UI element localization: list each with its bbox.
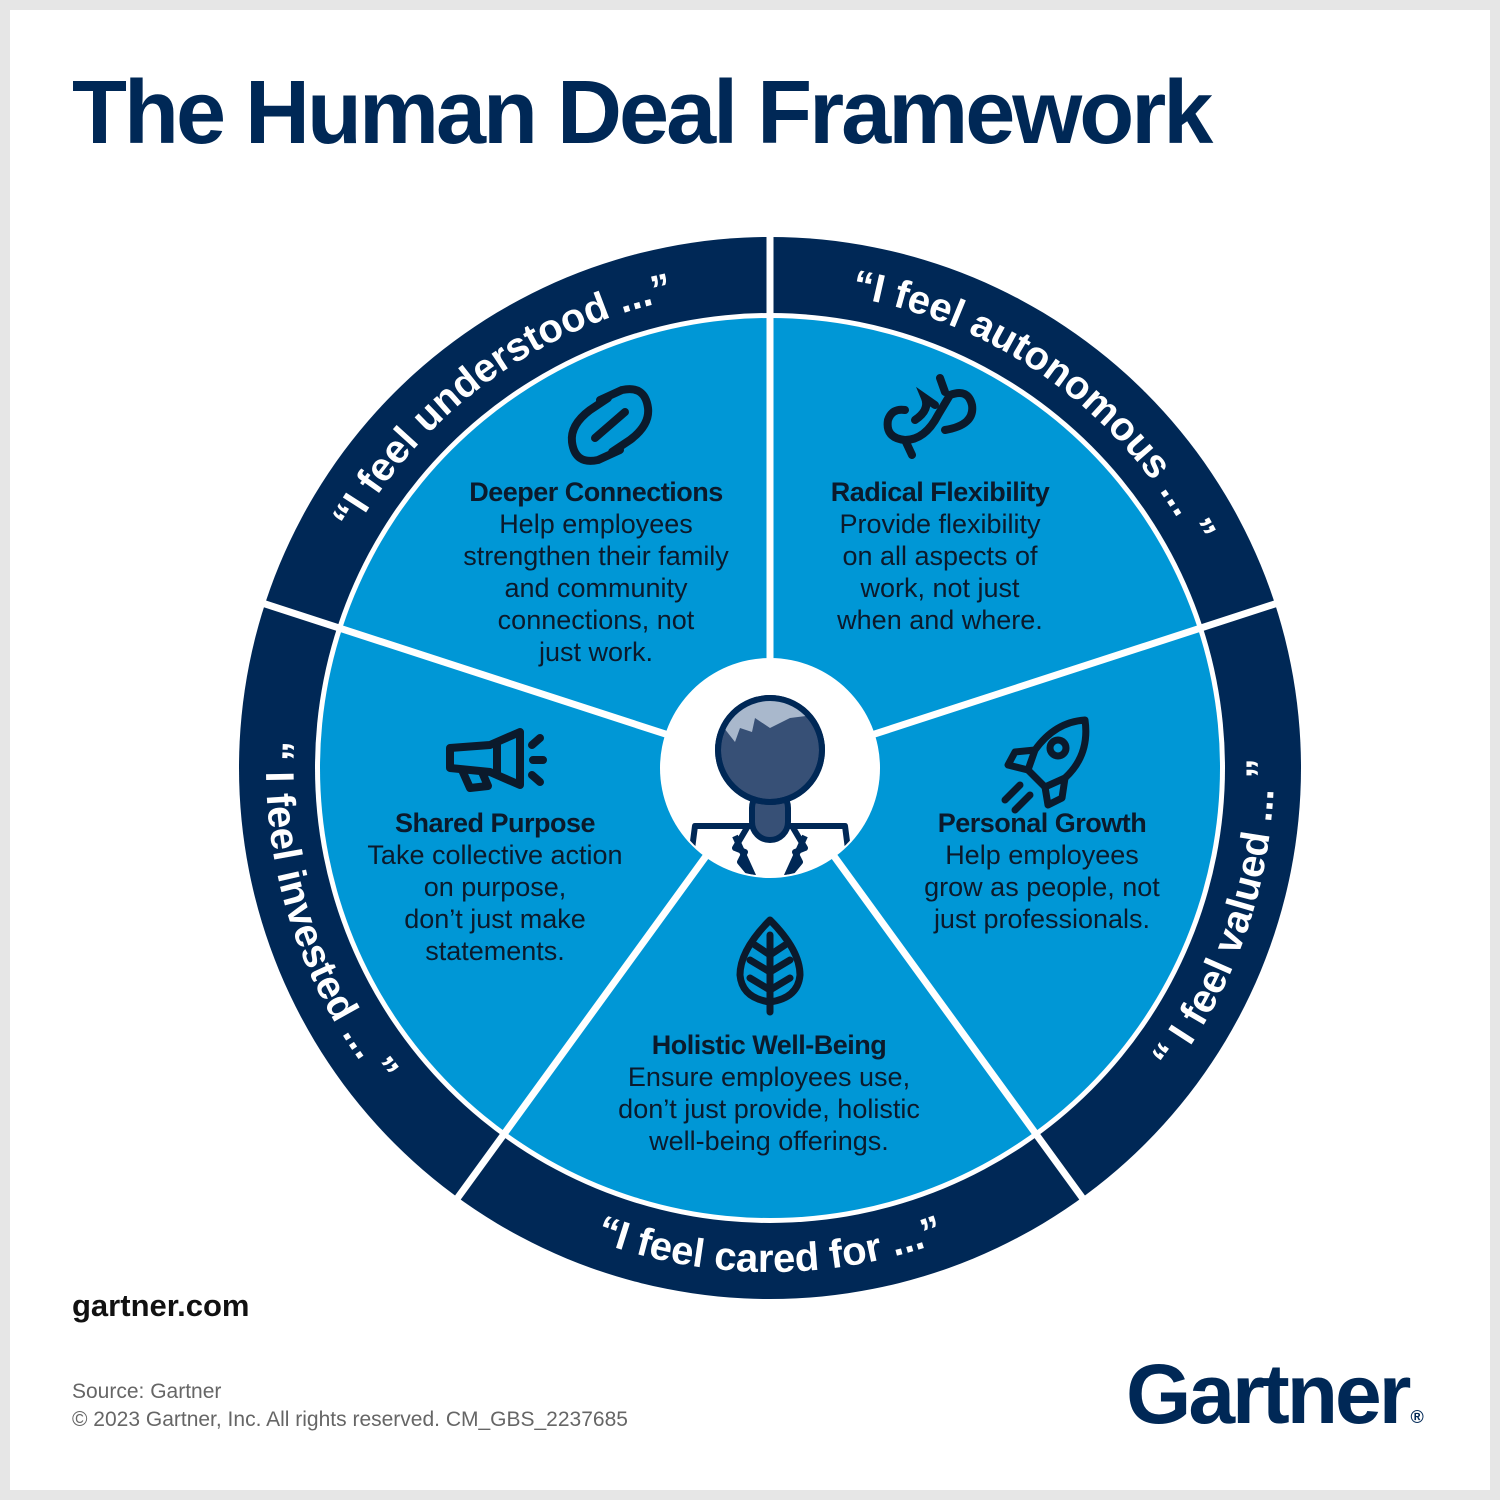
segment-radical-flexibility: Radical Flexibility Provide flexibility … [780,476,1100,636]
segment-text: connections, not [497,605,695,635]
segment-divider [825,846,1091,1207]
segment-divider [255,597,676,741]
segment-text: when and where. [837,605,1043,635]
segment-text: well-being offerings. [649,1126,889,1156]
segment-text: on all aspects of [842,541,1038,571]
source-note: Source: Gartner © 2023 Gartner, Inc. All… [72,1378,628,1434]
gartner-logo: Gartner® [1126,1346,1424,1443]
segment-text: Help employees [945,840,1139,870]
segment-text: just professionals. [933,904,1151,934]
segment-text: don’t just make [404,904,586,934]
segment-personal-growth: Personal Growth Help employees grow as p… [882,807,1202,935]
segment-text: Ensure employees use, [627,1062,911,1092]
person-icon [685,695,855,876]
segment-text: statements. [425,936,565,966]
segment-text: strengthen their family [463,541,729,571]
segment-text: don’t just provide, holistic [618,1094,920,1124]
megaphone-icon [446,728,547,792]
segment-title: Deeper Connections [469,477,723,507]
segment-title: Personal Growth [937,808,1147,838]
segment-title: Shared Purpose [394,808,596,838]
segment-deeper-connections: Deeper Connections Help employees streng… [436,476,756,668]
segment-text: Help employees [499,509,693,539]
source-text: Source: Gartner [72,1380,222,1403]
segment-holistic-well-being: Holistic Well-Being Ensure employees use… [589,1029,949,1157]
segment-title: Radical Flexibility [830,477,1050,507]
segment-text: Take collective action [367,840,623,870]
leaf-icon [736,916,804,1016]
segment-divider [864,597,1285,741]
rocket-icon [1001,716,1090,814]
segment-dividers [255,228,1285,1207]
segment-text: just work. [538,637,654,667]
segment-text: and community [504,573,688,603]
segment-text: Provide flexibility [839,509,1041,539]
page-title: The Human Deal Framework [72,63,1213,163]
link-icon [567,385,653,465]
segment-divider [449,846,715,1207]
segment-shared-purpose: Shared Purpose Take collective action on… [335,807,655,967]
segment-text: grow as people, not [924,872,1160,902]
registered-mark: ® [1410,1407,1424,1427]
copyright-text: © 2023 Gartner, Inc. All rights reserved… [72,1408,628,1431]
segment-text: on purpose, [423,872,567,902]
logo-text: Gartner [1126,1347,1411,1441]
segment-title: Holistic Well-Being [651,1030,887,1060]
segment-text: work, not just [860,573,1020,603]
website-link[interactable]: gartner.com [72,1288,250,1323]
arrows-icon [883,374,977,459]
